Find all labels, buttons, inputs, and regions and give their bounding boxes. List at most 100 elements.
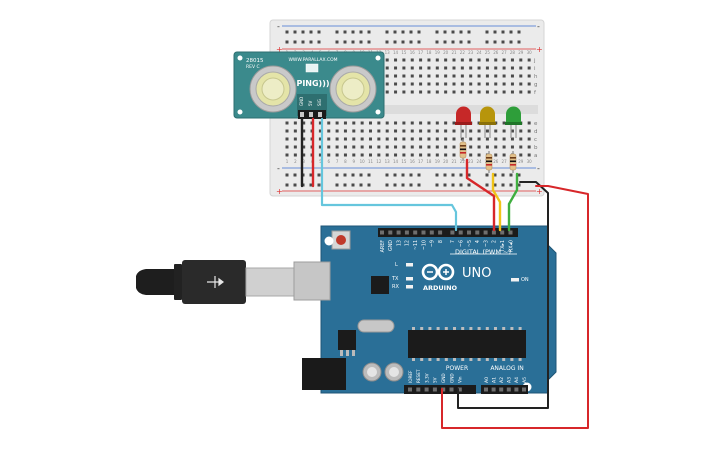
rail-hole[interactable] — [485, 30, 489, 34]
rail-hole[interactable] — [467, 183, 471, 187]
terminal-hole[interactable] — [460, 58, 464, 62]
terminal-hole[interactable] — [318, 137, 322, 141]
terminal-hole[interactable] — [510, 137, 514, 141]
terminal-hole[interactable] — [427, 82, 431, 86]
terminal-hole[interactable] — [410, 145, 414, 149]
analog-pin[interactable] — [506, 387, 511, 392]
terminal-hole[interactable] — [444, 137, 448, 141]
terminal-hole[interactable] — [419, 66, 423, 70]
terminal-hole[interactable] — [327, 129, 331, 133]
terminal-hole[interactable] — [469, 82, 473, 86]
terminal-hole[interactable] — [510, 66, 514, 70]
rail-hole[interactable] — [517, 40, 521, 44]
terminal-hole[interactable] — [293, 145, 297, 149]
terminal-hole[interactable] — [510, 74, 514, 78]
power-pin[interactable] — [449, 387, 454, 392]
terminal-hole[interactable] — [435, 137, 439, 141]
terminal-hole[interactable] — [435, 153, 439, 157]
terminal-hole[interactable] — [502, 129, 506, 133]
terminal-hole[interactable] — [419, 129, 423, 133]
rail-hole[interactable] — [309, 183, 313, 187]
terminal-hole[interactable] — [427, 90, 431, 94]
terminal-hole[interactable] — [385, 145, 389, 149]
rail-hole[interactable] — [517, 173, 521, 177]
terminal-hole[interactable] — [527, 153, 531, 157]
terminal-hole[interactable] — [302, 145, 306, 149]
terminal-hole[interactable] — [419, 82, 423, 86]
rail-hole[interactable] — [459, 40, 463, 44]
terminal-hole[interactable] — [502, 137, 506, 141]
terminal-hole[interactable] — [402, 129, 406, 133]
terminal-hole[interactable] — [410, 74, 414, 78]
terminal-hole[interactable] — [519, 58, 523, 62]
terminal-hole[interactable] — [419, 58, 423, 62]
terminal-hole[interactable] — [302, 121, 306, 125]
terminal-hole[interactable] — [360, 137, 364, 141]
terminal-hole[interactable] — [452, 137, 456, 141]
terminal-hole[interactable] — [527, 66, 531, 70]
terminal-hole[interactable] — [502, 58, 506, 62]
terminal-hole[interactable] — [444, 66, 448, 70]
terminal-hole[interactable] — [394, 90, 398, 94]
rail-hole[interactable] — [351, 183, 355, 187]
terminal-hole[interactable] — [452, 58, 456, 62]
digital-pin[interactable] — [380, 230, 384, 235]
terminal-hole[interactable] — [327, 137, 331, 141]
rail-hole[interactable] — [435, 183, 439, 187]
rail-hole[interactable] — [451, 183, 455, 187]
rail-hole[interactable] — [501, 40, 505, 44]
terminal-hole[interactable] — [419, 153, 423, 157]
digital-pin[interactable] — [404, 230, 409, 235]
terminal-hole[interactable] — [410, 153, 414, 157]
rail-hole[interactable] — [493, 173, 497, 177]
power-pin[interactable] — [441, 387, 446, 392]
terminal-hole[interactable] — [485, 145, 489, 149]
rail-hole[interactable] — [459, 173, 463, 177]
terminal-hole[interactable] — [410, 137, 414, 141]
terminal-hole[interactable] — [427, 66, 431, 70]
terminal-hole[interactable] — [494, 58, 498, 62]
terminal-hole[interactable] — [469, 74, 473, 78]
terminal-hole[interactable] — [519, 74, 523, 78]
terminal-hole[interactable] — [385, 74, 389, 78]
rail-hole[interactable] — [435, 173, 439, 177]
rail-hole[interactable] — [485, 183, 489, 187]
terminal-hole[interactable] — [293, 137, 297, 141]
rail-hole[interactable] — [435, 30, 439, 34]
rail-hole[interactable] — [285, 173, 289, 177]
terminal-hole[interactable] — [360, 153, 364, 157]
terminal-hole[interactable] — [377, 137, 381, 141]
terminal-hole[interactable] — [285, 121, 289, 125]
rail-hole[interactable] — [293, 183, 297, 187]
terminal-hole[interactable] — [369, 121, 372, 125]
terminal-hole[interactable] — [452, 74, 456, 78]
terminal-hole[interactable] — [302, 137, 306, 141]
rail-hole[interactable] — [343, 30, 347, 34]
analog-pin[interactable] — [522, 387, 526, 392]
terminal-hole[interactable] — [419, 74, 423, 78]
terminal-hole[interactable] — [460, 74, 464, 78]
terminal-hole[interactable] — [410, 121, 414, 125]
terminal-hole[interactable] — [419, 121, 423, 125]
terminal-hole[interactable] — [335, 121, 339, 125]
rail-hole[interactable] — [401, 173, 405, 177]
rail-hole[interactable] — [367, 40, 371, 44]
terminal-hole[interactable] — [377, 121, 381, 125]
terminal-hole[interactable] — [477, 82, 481, 86]
terminal-hole[interactable] — [285, 145, 289, 149]
terminal-hole[interactable] — [452, 153, 456, 157]
digital-pin[interactable] — [475, 230, 480, 235]
terminal-hole[interactable] — [527, 121, 531, 125]
terminal-hole[interactable] — [494, 66, 498, 70]
terminal-hole[interactable] — [385, 129, 389, 133]
rail-hole[interactable] — [393, 40, 397, 44]
led-red[interactable] — [455, 106, 472, 138]
terminal-hole[interactable] — [385, 82, 389, 86]
digital-pin[interactable] — [438, 230, 443, 235]
terminal-hole[interactable] — [494, 137, 498, 141]
terminal-hole[interactable] — [402, 121, 406, 125]
terminal-hole[interactable] — [427, 74, 431, 78]
digital-pin[interactable] — [429, 230, 434, 235]
terminal-hole[interactable] — [477, 129, 481, 133]
terminal-hole[interactable] — [485, 82, 489, 86]
